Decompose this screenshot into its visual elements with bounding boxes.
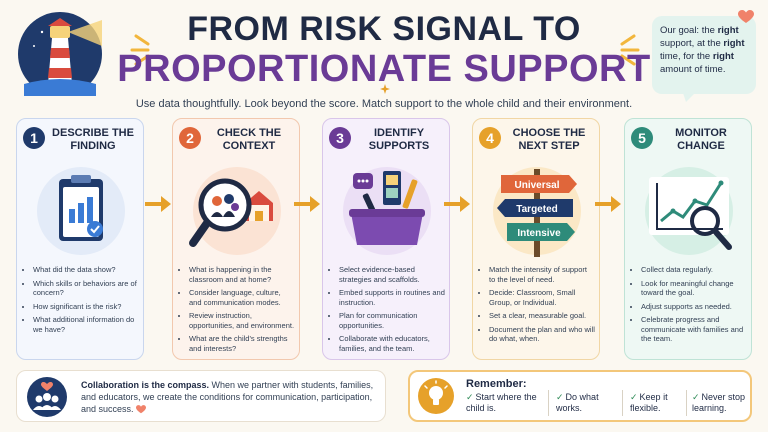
- goal-emphasis-3: right: [712, 51, 734, 62]
- subtitle: Use data thoughtfully. Look beyond the s…: [135, 98, 633, 110]
- lightbulb-icon: [418, 378, 454, 414]
- step-title: CHOOSE THE NEXT STEP: [512, 127, 586, 152]
- line-chart-magnifier-icon: [645, 167, 733, 255]
- check-icon: ✓: [466, 392, 474, 402]
- step-card-3: 3 IDENTIFY SUPPORTS Select evidence-base…: [322, 118, 450, 360]
- sparkle-rays-right: [620, 34, 640, 66]
- step-header: 1 DESCRIBE THE FINDING: [23, 127, 139, 157]
- check-icon: ✓: [630, 392, 638, 402]
- bullet: Match the intensity of support to the le…: [489, 265, 595, 284]
- star-icon: [380, 84, 390, 94]
- bullet: Adjust supports as needed.: [641, 302, 747, 312]
- step-card-4: 4 CHOOSE THE NEXT STEP Universal Targete…: [472, 118, 600, 360]
- sign-targeted: Targeted: [516, 204, 558, 215]
- remember-box: Remember: ✓Start where the child is. ✓Do…: [408, 370, 752, 422]
- divider: [548, 390, 549, 416]
- remember-item: ✓Start where the child is.: [466, 392, 546, 414]
- bullet: Which skills or behaviors are of concern…: [33, 279, 139, 298]
- collaboration-text: Collaboration is the compass. When we pa…: [81, 379, 377, 415]
- goal-callout: Our goal: the right support, at the righ…: [652, 16, 756, 94]
- step-title: IDENTIFY SUPPORTS: [368, 127, 430, 152]
- bullet: Review instruction, opportunities, and e…: [189, 311, 295, 330]
- step-header: 3 IDENTIFY SUPPORTS: [329, 127, 445, 157]
- title-line-1: FROM RISK SIGNAL TO: [187, 10, 581, 48]
- bullet: Celebrate progress and communicate with …: [641, 315, 747, 344]
- remember-title: Remember:: [466, 378, 527, 390]
- step-bullets: What did the data show? Which skills or …: [23, 265, 139, 338]
- clipboard-chart-icon: [37, 167, 125, 255]
- goal-text-3: time, for the: [660, 51, 713, 62]
- remember-item-text: Keep it flexible.: [630, 392, 668, 413]
- step-bullets: Match the intensity of support to the le…: [479, 265, 595, 348]
- step-card-5: 5 MONITOR CHANGE Collect data regularly.…: [624, 118, 752, 360]
- collaboration-body: When we partner with students, families,…: [81, 380, 374, 414]
- check-icon: ✓: [556, 392, 564, 402]
- bullet: Collaborate with educators, families, an…: [339, 334, 445, 353]
- signpost-icon: Universal Targeted Intensive: [493, 167, 581, 257]
- goal-text-1: Our goal: the: [660, 25, 718, 36]
- step-title: MONITOR CHANGE: [675, 127, 727, 152]
- sign-universal: Universal: [514, 180, 559, 191]
- bullet: Look for meaningful change toward the go…: [641, 279, 747, 298]
- step-number-badge: 1: [23, 127, 45, 149]
- remember-item: ✓Keep it flexible.: [630, 392, 684, 414]
- bullet: Collect data regularly.: [641, 265, 747, 275]
- toolbox-supports-icon: [343, 167, 431, 255]
- step-number-badge: 4: [479, 127, 501, 149]
- goal-emphasis-2: right: [723, 38, 745, 49]
- remember-item: ✓Never stop learning.: [692, 392, 748, 414]
- remember-item-text: Do what works.: [556, 392, 599, 413]
- right-arrow-icon: [444, 196, 470, 212]
- title-line-2: PROPORTIONATE SUPPORT: [117, 48, 651, 90]
- step-header: 4 CHOOSE THE NEXT STEP: [479, 127, 595, 157]
- remember-item: ✓Do what works.: [556, 392, 618, 414]
- collaboration-banner: Collaboration is the compass. When we pa…: [16, 370, 386, 422]
- step-number-badge: 5: [631, 127, 653, 149]
- step-card-2: 2 CHECK THE CONTEXT What is happening in…: [172, 118, 300, 360]
- step-bullets: What is happening in the classroom and a…: [179, 265, 295, 357]
- bullet: What are the child's strengths and inter…: [189, 334, 295, 353]
- heart-icon: [136, 405, 147, 414]
- step-bullets: Collect data regularly. Look for meaning…: [631, 265, 747, 348]
- bullet: Set a clear, measurable goal.: [489, 311, 595, 321]
- right-arrow-icon: [145, 196, 171, 212]
- sign-intensive: Intensive: [517, 228, 561, 239]
- right-arrow-icon: [595, 196, 621, 212]
- bullet: What did the data show?: [33, 265, 139, 275]
- step-header: 5 MONITOR CHANGE: [631, 127, 747, 157]
- bullet: Embed supports in routines and instructi…: [339, 288, 445, 307]
- sparkle-rays-left: [130, 34, 150, 66]
- bullet: Decide: Classroom, Small Group, or Indiv…: [489, 288, 595, 307]
- bullet: Plan for communication opportunities.: [339, 311, 445, 330]
- lighthouse-icon: [18, 12, 102, 96]
- divider: [622, 390, 623, 416]
- step-title: DESCRIBE THE FINDING: [52, 127, 134, 152]
- bullet: Consider language, culture, and communic…: [189, 288, 295, 307]
- goal-text-2: support, at the: [660, 38, 724, 49]
- bullet: Select evidence-based strategies and sca…: [339, 265, 445, 284]
- step-title: CHECK THE CONTEXT: [216, 127, 282, 152]
- step-number-badge: 2: [179, 127, 201, 149]
- collaboration-heading: Collaboration is the compass.: [81, 380, 210, 390]
- step-card-1: 1 DESCRIBE THE FINDING What did the data…: [16, 118, 144, 360]
- bullet: How significant is the risk?: [33, 302, 139, 312]
- step-header: 2 CHECK THE CONTEXT: [179, 127, 295, 157]
- step-bullets: Select evidence-based strategies and sca…: [329, 265, 445, 357]
- step-number-badge: 3: [329, 127, 351, 149]
- people-heart-icon: [27, 377, 67, 417]
- check-icon: ✓: [692, 392, 700, 402]
- speech-tail: [682, 90, 698, 102]
- bullet: Document the plan and who will do what, …: [489, 325, 595, 344]
- remember-item-text: Start where the child is.: [466, 392, 537, 413]
- goal-text-4: amount of time.: [660, 64, 726, 75]
- divider: [686, 390, 687, 416]
- bullet: What additional information do we have?: [33, 315, 139, 334]
- bullet: What is happening in the classroom and a…: [189, 265, 295, 284]
- goal-emphasis-1: right: [717, 25, 739, 36]
- heart-icon: [738, 10, 754, 23]
- right-arrow-icon: [294, 196, 320, 212]
- remember-item-text: Never stop learning.: [692, 392, 746, 413]
- magnifier-family-icon: [189, 167, 281, 255]
